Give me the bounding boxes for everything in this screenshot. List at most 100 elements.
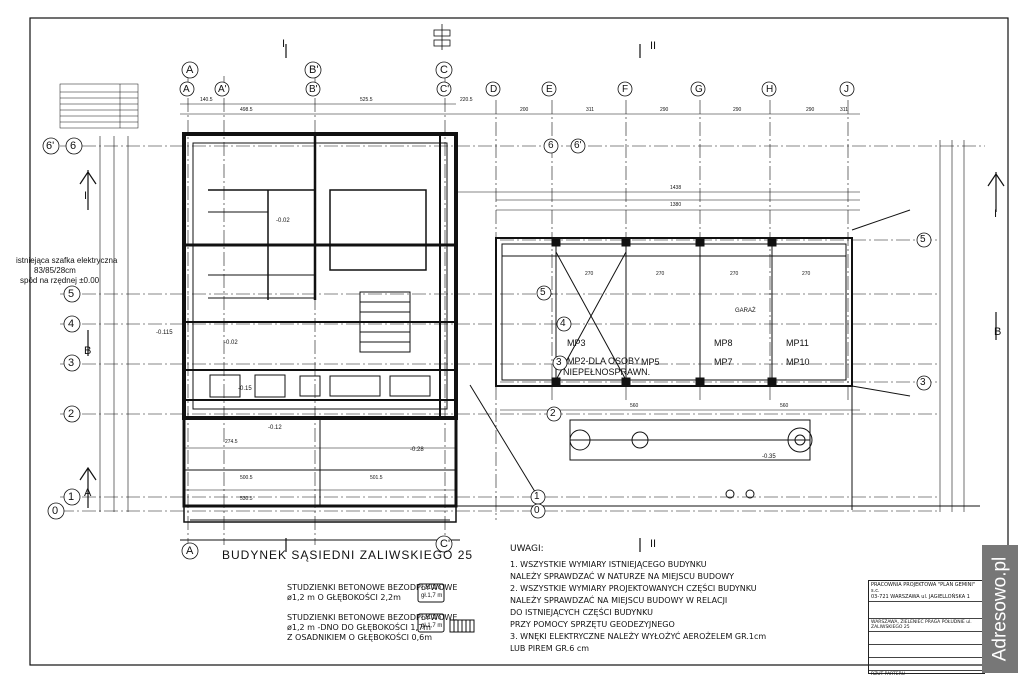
firm-line1: PRACOWNIA PROJEKTOWA "PLAN GEMINI" s.c. [871, 582, 976, 594]
well1-line2: ø1,2 m O GŁĘBOKOŚCI 2,2m [287, 593, 401, 602]
axis-bubble [617, 81, 633, 97]
watermark-text: Adresowo.pl [989, 556, 1010, 662]
axis-label-5-far: 5 [920, 234, 926, 245]
axis-label-6-prime-right: 6' [574, 140, 582, 151]
section-mark-i-top: I [282, 38, 286, 50]
notes-title: UWAGI: [510, 544, 544, 554]
section-mark-c-left: I [84, 190, 88, 202]
sheet-border [29, 17, 1009, 666]
dim-21: 270 [730, 271, 739, 277]
note-line: 1. WSZYSTKIE WYMIARY ISTNIEJĄCEGO BUDYNK… [510, 560, 707, 569]
wells-legend: STUDZIENKI BETONOWE BEZODPŁYWOWE ø1,2 m … [287, 583, 457, 653]
axis-label-5-right: 5 [540, 287, 546, 298]
note-line: DO ISTNIEJĄCYCH CZĘŚCI BUDYNKU [510, 608, 653, 617]
axis-label-4: 4 [68, 318, 75, 330]
axis-bubble [47, 502, 65, 520]
axis-label-3-far: 3 [920, 377, 926, 388]
axis-bubble [552, 355, 568, 371]
dim-4: 220.5 [460, 97, 473, 103]
dim-15: 530.5 [240, 496, 253, 502]
axis-bubble [839, 81, 855, 97]
dim-5: 200 [520, 107, 529, 113]
level-7: -0.115 [156, 330, 173, 336]
level-6: -0.15 [238, 386, 252, 392]
axis-bubble [546, 406, 562, 422]
electrical-cabinet-line1: istniejąca szafka elektryczna [16, 256, 118, 265]
axis-bubble [436, 81, 452, 97]
axis-bubble [63, 285, 81, 303]
well-symbol-1-depth: gł.1,7 m [421, 593, 443, 599]
level-1: -0.02 [276, 218, 290, 224]
notes-block: UWAGI: 1. WSZYSTKIE WYMIARY ISTNIEJĄCEGO… [510, 543, 766, 655]
dim-18: 274.5 [225, 439, 238, 445]
section-mark-ii-top: II [650, 40, 657, 52]
axis-bubble [435, 535, 453, 553]
axis-label-1: 1 [68, 491, 75, 503]
axis-label-f: F [622, 84, 629, 95]
axis-bubble [63, 315, 81, 333]
axis-bubble [63, 488, 81, 506]
well2-line1: STUDZIENKI BETONOWE BEZODPŁYWOWE [287, 613, 458, 622]
axis-label-c-bottom: C' [440, 538, 451, 550]
axis-bubble [690, 81, 706, 97]
well-symbol-1 [417, 583, 445, 603]
level-4: -0.28 [410, 447, 424, 453]
parking-mp7: MP7 [714, 357, 733, 367]
axis-label-2-right: 2 [550, 408, 556, 419]
parking-mp11: MP11 [786, 338, 809, 348]
dim-22: 270 [802, 271, 811, 277]
dim-14: 560 [780, 403, 789, 409]
title-block: PRACOWNIA PROJEKTOWA "PLAN GEMINI" s.c. … [868, 580, 985, 677]
dim-19: 270 [585, 271, 594, 277]
dim-9: 290 [806, 107, 815, 113]
well-symbol-2-depth: gł.1,7 m [421, 623, 443, 629]
electrical-cabinet-note: istniejąca szafka elektryczna 83/85/28cm… [16, 256, 117, 286]
electrical-cabinet-line3: spód na rzędnej ±0.00 [20, 276, 100, 285]
electrical-cabinet-line2: 83/85/28cm [34, 266, 76, 275]
axis-bubble [543, 138, 559, 154]
axis-bubble [305, 81, 321, 97]
axis-label-b-prime-top: B' [309, 64, 319, 76]
axis-label-3: 3 [68, 357, 75, 369]
axis-label-h: H [766, 84, 774, 95]
axis-label-2: 2 [68, 408, 75, 420]
dim-3: 525.5 [360, 97, 373, 103]
well-symbol-2 [417, 613, 445, 633]
neighbor-building [183, 505, 457, 523]
dim-10: 311 [840, 107, 848, 113]
dim-20: 270 [656, 271, 665, 277]
axis-bubble [63, 354, 81, 372]
title-block-address: WARSZAWA, ZIELENIEC PRAGA POŁUDNIE ul. Z… [869, 619, 984, 632]
section-mark-b-left: B [84, 345, 92, 357]
parking-mp3: MP3 [567, 338, 586, 348]
axis-bubble [536, 285, 552, 301]
dim-7: 290 [660, 107, 669, 113]
north-arrow-icon [433, 24, 451, 50]
dim-11: 1438 [670, 185, 682, 191]
axis-label-b-prime-second: B' [309, 84, 318, 95]
parking-mp10: MP10 [786, 357, 810, 367]
axis-bubble [435, 61, 453, 79]
title-block-sheet-name: RZUT PARTERU [871, 672, 905, 677]
dim-12: 1380 [670, 202, 682, 208]
axis-label-a-bottom: A [186, 545, 194, 557]
axis-bubble [761, 81, 777, 97]
neighbor-building-caption: BUDYNEK SĄSIEDNI ZALIWSKIEGO 25 [222, 548, 474, 562]
axis-bubble [304, 61, 322, 79]
section-mark-b-right: B [994, 326, 1002, 338]
axis-label-5: 5 [68, 288, 75, 300]
note-line: PRZY POMOCY SPRZĘTU GEODEZYJNEGO [510, 620, 675, 629]
note-line: LUB PIREM GR.6 cm [510, 644, 590, 653]
well1-line1: STUDZIENKI BETONOWE BEZODPŁYWOWE [287, 583, 458, 592]
parking-mp2-line1: MP2-DLA OSOBY [567, 356, 641, 366]
axis-label-3-right: 3 [556, 357, 562, 368]
axis-label-0: 0 [52, 505, 59, 517]
axis-label-a-top: A [186, 64, 194, 76]
axis-label-0-right: 0 [534, 505, 540, 516]
level-5: -0.35 [762, 454, 776, 460]
axis-label-6: 6 [70, 140, 77, 152]
axis-label-a-prime: A' [218, 84, 227, 95]
dim-13: 560 [630, 403, 639, 409]
watermark: Adresowo.pl [982, 545, 1018, 673]
